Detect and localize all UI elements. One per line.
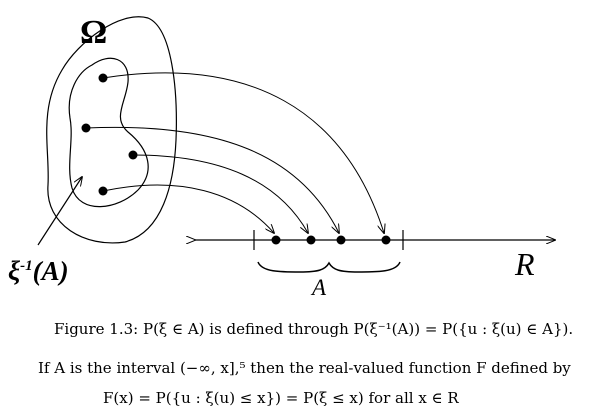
preimage-label: ξ-1(A) [8,256,69,287]
image-point [336,235,346,245]
figure-1-3: Ω ξ-1(A) R A [8,14,590,300]
paragraph-line-2: F(x) = P({u : ξ(u) ≤ x}) = P(ξ ≤ x) for … [103,389,459,407]
set-a-label: A [312,275,327,300]
omega-label: Ω [80,14,108,51]
real-line-label: R [515,246,535,282]
mapping-diagram [37,16,590,273]
xi-symbol: ξ [8,256,21,286]
omega-set-boundary [46,16,177,244]
preimage-argument: (A) [32,256,69,286]
sample-point [98,73,108,83]
mapping-curve [102,72,384,233]
inverse-exponent: -1 [20,258,33,274]
mapping-curve [102,184,274,233]
paragraph-line-1: If A is the interval (−∞, x],⁵ then the … [38,359,571,377]
image-point [306,235,316,245]
caption-prefix: Figure 1.3: [54,320,139,338]
mapping-curve [132,154,308,233]
caption-text: P(ξ ∈ A) is defined through P(ξ⁻¹(A)) = … [142,320,574,338]
image-point [271,235,281,245]
mapping-curve [85,126,339,233]
figure-caption: Figure 1.3: P(ξ ∈ A) is defined through … [54,320,573,338]
preimage-pointer-arrow [37,177,82,246]
sample-point [81,123,91,133]
set-a-brace [257,261,401,273]
image-point [381,235,391,245]
sample-point [98,186,108,196]
preimage-region-boundary [68,57,149,208]
sample-point [128,150,138,160]
